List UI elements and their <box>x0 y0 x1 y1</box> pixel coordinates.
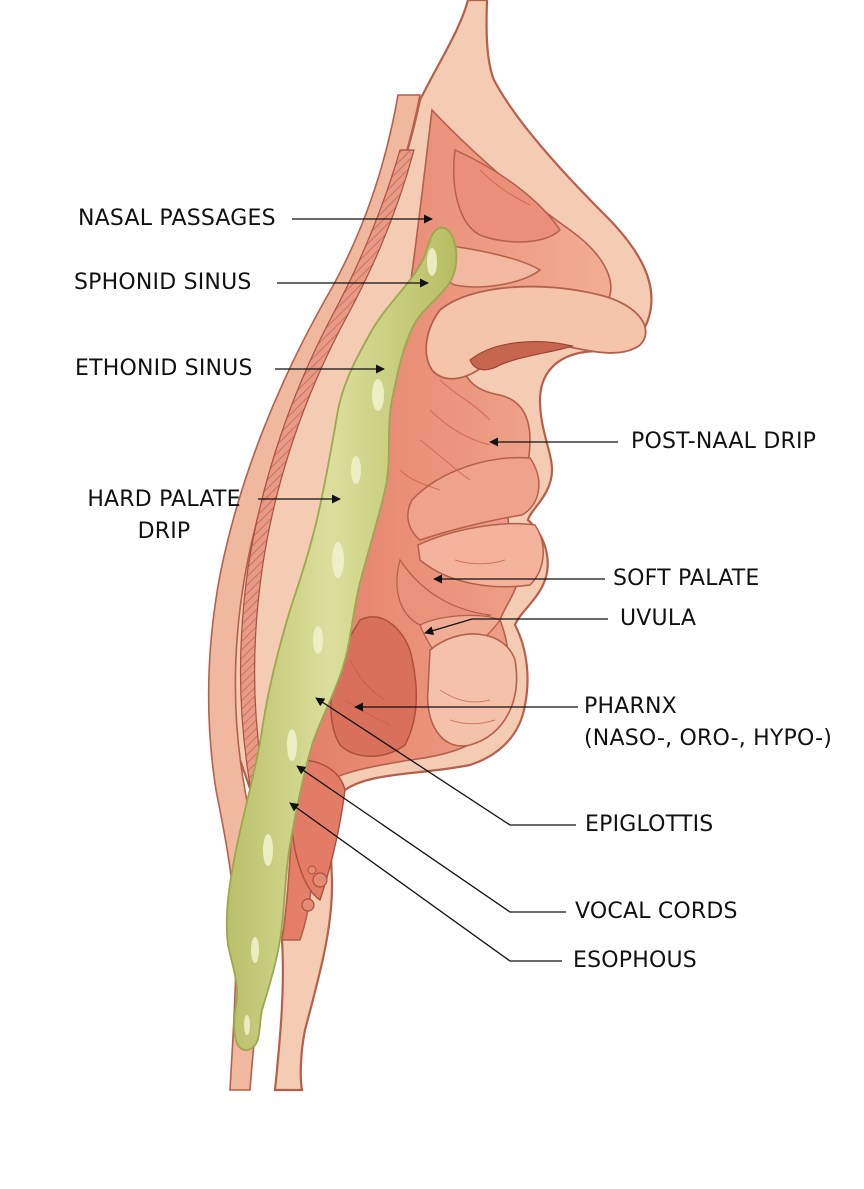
leader-vocal-cords <box>296 765 566 913</box>
hard-palate <box>407 456 540 541</box>
vocal-fold-dot <box>312 872 328 888</box>
label-sphonid-sinus: SPHONID SINUS <box>74 270 252 295</box>
label-esophous: ESOPHOUS <box>573 948 697 973</box>
label-hard-palate-drip-line2: DRIP <box>137 519 191 544</box>
nostril <box>469 341 575 371</box>
label-vocal-cords: VOCAL CORDS <box>575 899 738 924</box>
tongue-fold <box>417 522 544 588</box>
vocal-fold-dot <box>301 898 315 912</box>
leader-uvula <box>424 618 608 636</box>
label-ethonid-sinus: ETHONID SINUS <box>75 356 253 381</box>
mucus-highlights <box>244 248 437 1035</box>
label-pharnx-line2: (NASO-, ORO-, HYPO-) <box>584 726 833 751</box>
label-pharnx: PHARNX (NASO-, ORO-, HYPO-) <box>584 691 832 755</box>
label-hard-palate-drip-line1: HARD PALATE <box>87 487 241 512</box>
lower-lip-tissue <box>426 633 518 747</box>
label-pharnx-line1: PHARNX <box>584 694 677 719</box>
label-uvula: UVULA <box>620 606 697 631</box>
label-hard-palate-drip: HARD PALATE DRIP <box>84 484 244 548</box>
tissue-veins <box>344 169 531 726</box>
mucus-drip <box>225 227 458 1051</box>
label-post-naal-drip: POST-NAAL DRIP <box>631 429 817 454</box>
leader-epiglottis <box>315 697 576 826</box>
label-nasal-passages: NASAL PASSAGES <box>78 206 276 231</box>
upper-turbinate <box>453 148 561 243</box>
vocal-fold-dot <box>307 865 317 875</box>
label-epiglottis: EPIGLOTTIS <box>585 812 714 837</box>
leader-esophous <box>289 802 562 962</box>
label-soft-palate: SOFT PALATE <box>613 566 760 591</box>
